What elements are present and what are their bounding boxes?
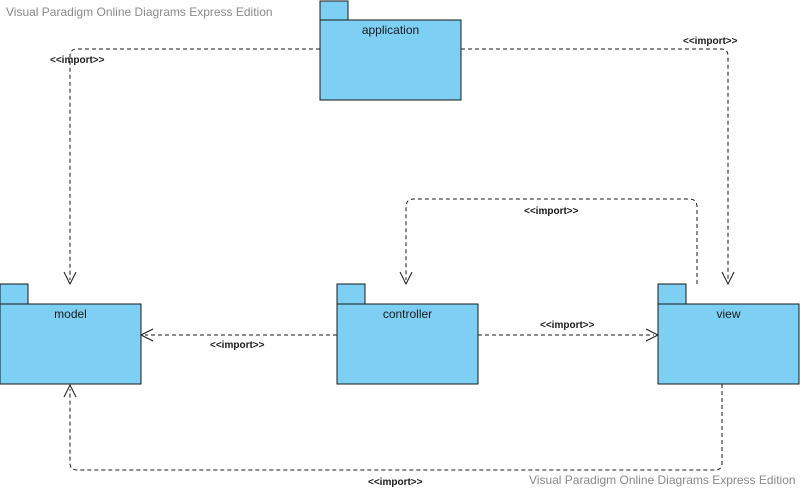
package-name-view: view	[716, 307, 740, 321]
dependency-label-application-model: <<import>>	[50, 55, 105, 66]
package-body	[319, 19, 462, 101]
dependency-view-to-controller[interactable]	[399, 198, 698, 286]
dependency-label-view-model: <<import>>	[368, 477, 423, 488]
dependency-label-controller-view: <<import>>	[540, 320, 595, 331]
package-model[interactable]: model	[0, 283, 142, 385]
package-tab	[336, 283, 366, 305]
dependency-label-application-view: <<import>>	[683, 36, 738, 47]
watermark-top: Visual Paradigm Online Diagrams Express …	[6, 5, 273, 19]
package-view[interactable]: view	[657, 283, 800, 385]
package-name-model: model	[54, 307, 87, 321]
dependency-application-to-model[interactable]	[63, 48, 320, 286]
dependency-application-to-view[interactable]	[461, 48, 735, 286]
package-body	[336, 303, 479, 385]
package-body	[0, 303, 142, 385]
package-controller[interactable]: controller	[336, 283, 479, 385]
package-name-application: application	[362, 23, 419, 37]
dependency-label-view-controller: <<import>>	[524, 206, 579, 217]
watermark-bottom: Visual Paradigm Online Diagrams Express …	[529, 473, 796, 487]
package-body	[657, 303, 800, 385]
package-tab	[0, 283, 29, 305]
package-name-controller: controller	[383, 307, 432, 321]
dependency-label-controller-model: <<import>>	[210, 340, 265, 351]
package-tab	[657, 283, 687, 305]
package-application[interactable]: application	[319, 0, 462, 101]
package-tab	[319, 0, 349, 21]
dependency-view-to-model[interactable]	[63, 383, 723, 471]
